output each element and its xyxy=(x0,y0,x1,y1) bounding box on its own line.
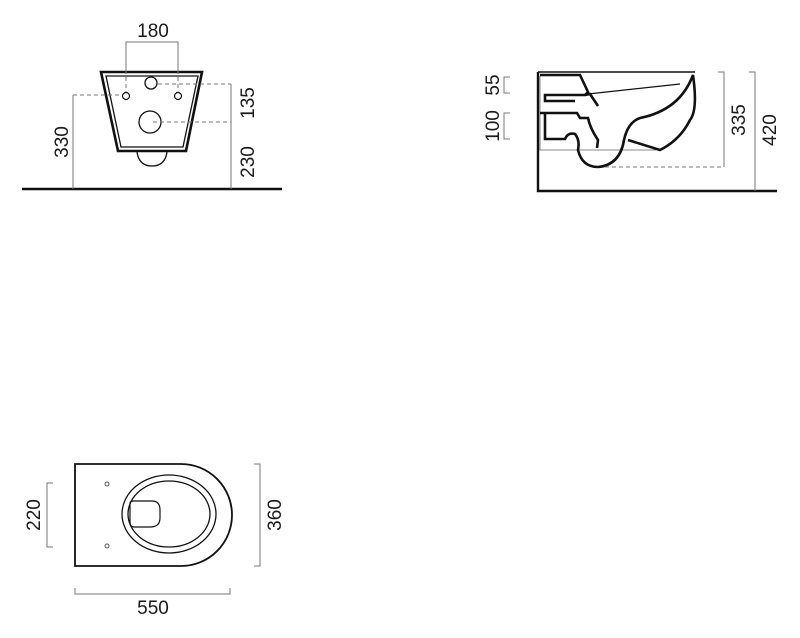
bowl-outline xyxy=(99,70,204,153)
dim-100-label: 100 xyxy=(483,110,504,142)
side-view: 55 100 335 420 xyxy=(483,71,781,193)
dim-360-label: 360 xyxy=(265,499,286,531)
dim-220-bracket xyxy=(46,482,53,548)
dim-180-label: 180 xyxy=(137,21,169,42)
rim-line xyxy=(587,83,681,95)
bowl-base xyxy=(136,151,168,167)
dim-55-bracket xyxy=(503,76,510,94)
dim-360-bracket xyxy=(254,463,261,567)
fixing-hole-bottom xyxy=(104,543,110,549)
dim-180-extension-lines xyxy=(125,42,179,92)
front-view: 180 330 135 230 xyxy=(22,21,282,191)
rim-inner xyxy=(127,480,211,548)
inlet-hole xyxy=(144,76,158,90)
fixing-hole-top xyxy=(104,481,110,487)
wall-floor-line xyxy=(536,72,777,193)
dim-335-line xyxy=(718,71,725,167)
dim-220-label: 220 xyxy=(24,499,45,531)
dim-335-label: 335 xyxy=(729,104,750,136)
dim-135-230-extension-lines xyxy=(153,83,231,123)
fixing-hole-left xyxy=(121,91,131,101)
dim-420-label: 420 xyxy=(760,114,781,146)
inlet-connector xyxy=(584,92,600,107)
bowl-plan-outline xyxy=(74,463,233,567)
dim-550-bracket xyxy=(74,588,231,595)
dim-330-label: 330 xyxy=(52,126,73,158)
dim-100-bracket xyxy=(503,112,510,140)
plan-view: 220 360 550 xyxy=(24,463,286,619)
dim-180-bracket xyxy=(125,41,179,73)
bowl-inner-outline xyxy=(105,75,199,148)
fixing-hole-right xyxy=(173,91,183,101)
mounting-frame-outline xyxy=(539,76,656,151)
bowl-opening xyxy=(129,500,161,528)
dim-420-line xyxy=(749,71,756,191)
outlet-hole xyxy=(138,110,162,134)
dim-55-label: 55 xyxy=(483,74,504,95)
dim-135-label: 135 xyxy=(238,87,259,119)
dim-230-label: 230 xyxy=(238,146,259,178)
inlet-pipe xyxy=(540,73,590,103)
dim-550-label: 550 xyxy=(137,598,169,619)
bowl-profile xyxy=(543,74,697,169)
rim-outer xyxy=(121,474,217,554)
bowl-trap xyxy=(540,111,600,149)
